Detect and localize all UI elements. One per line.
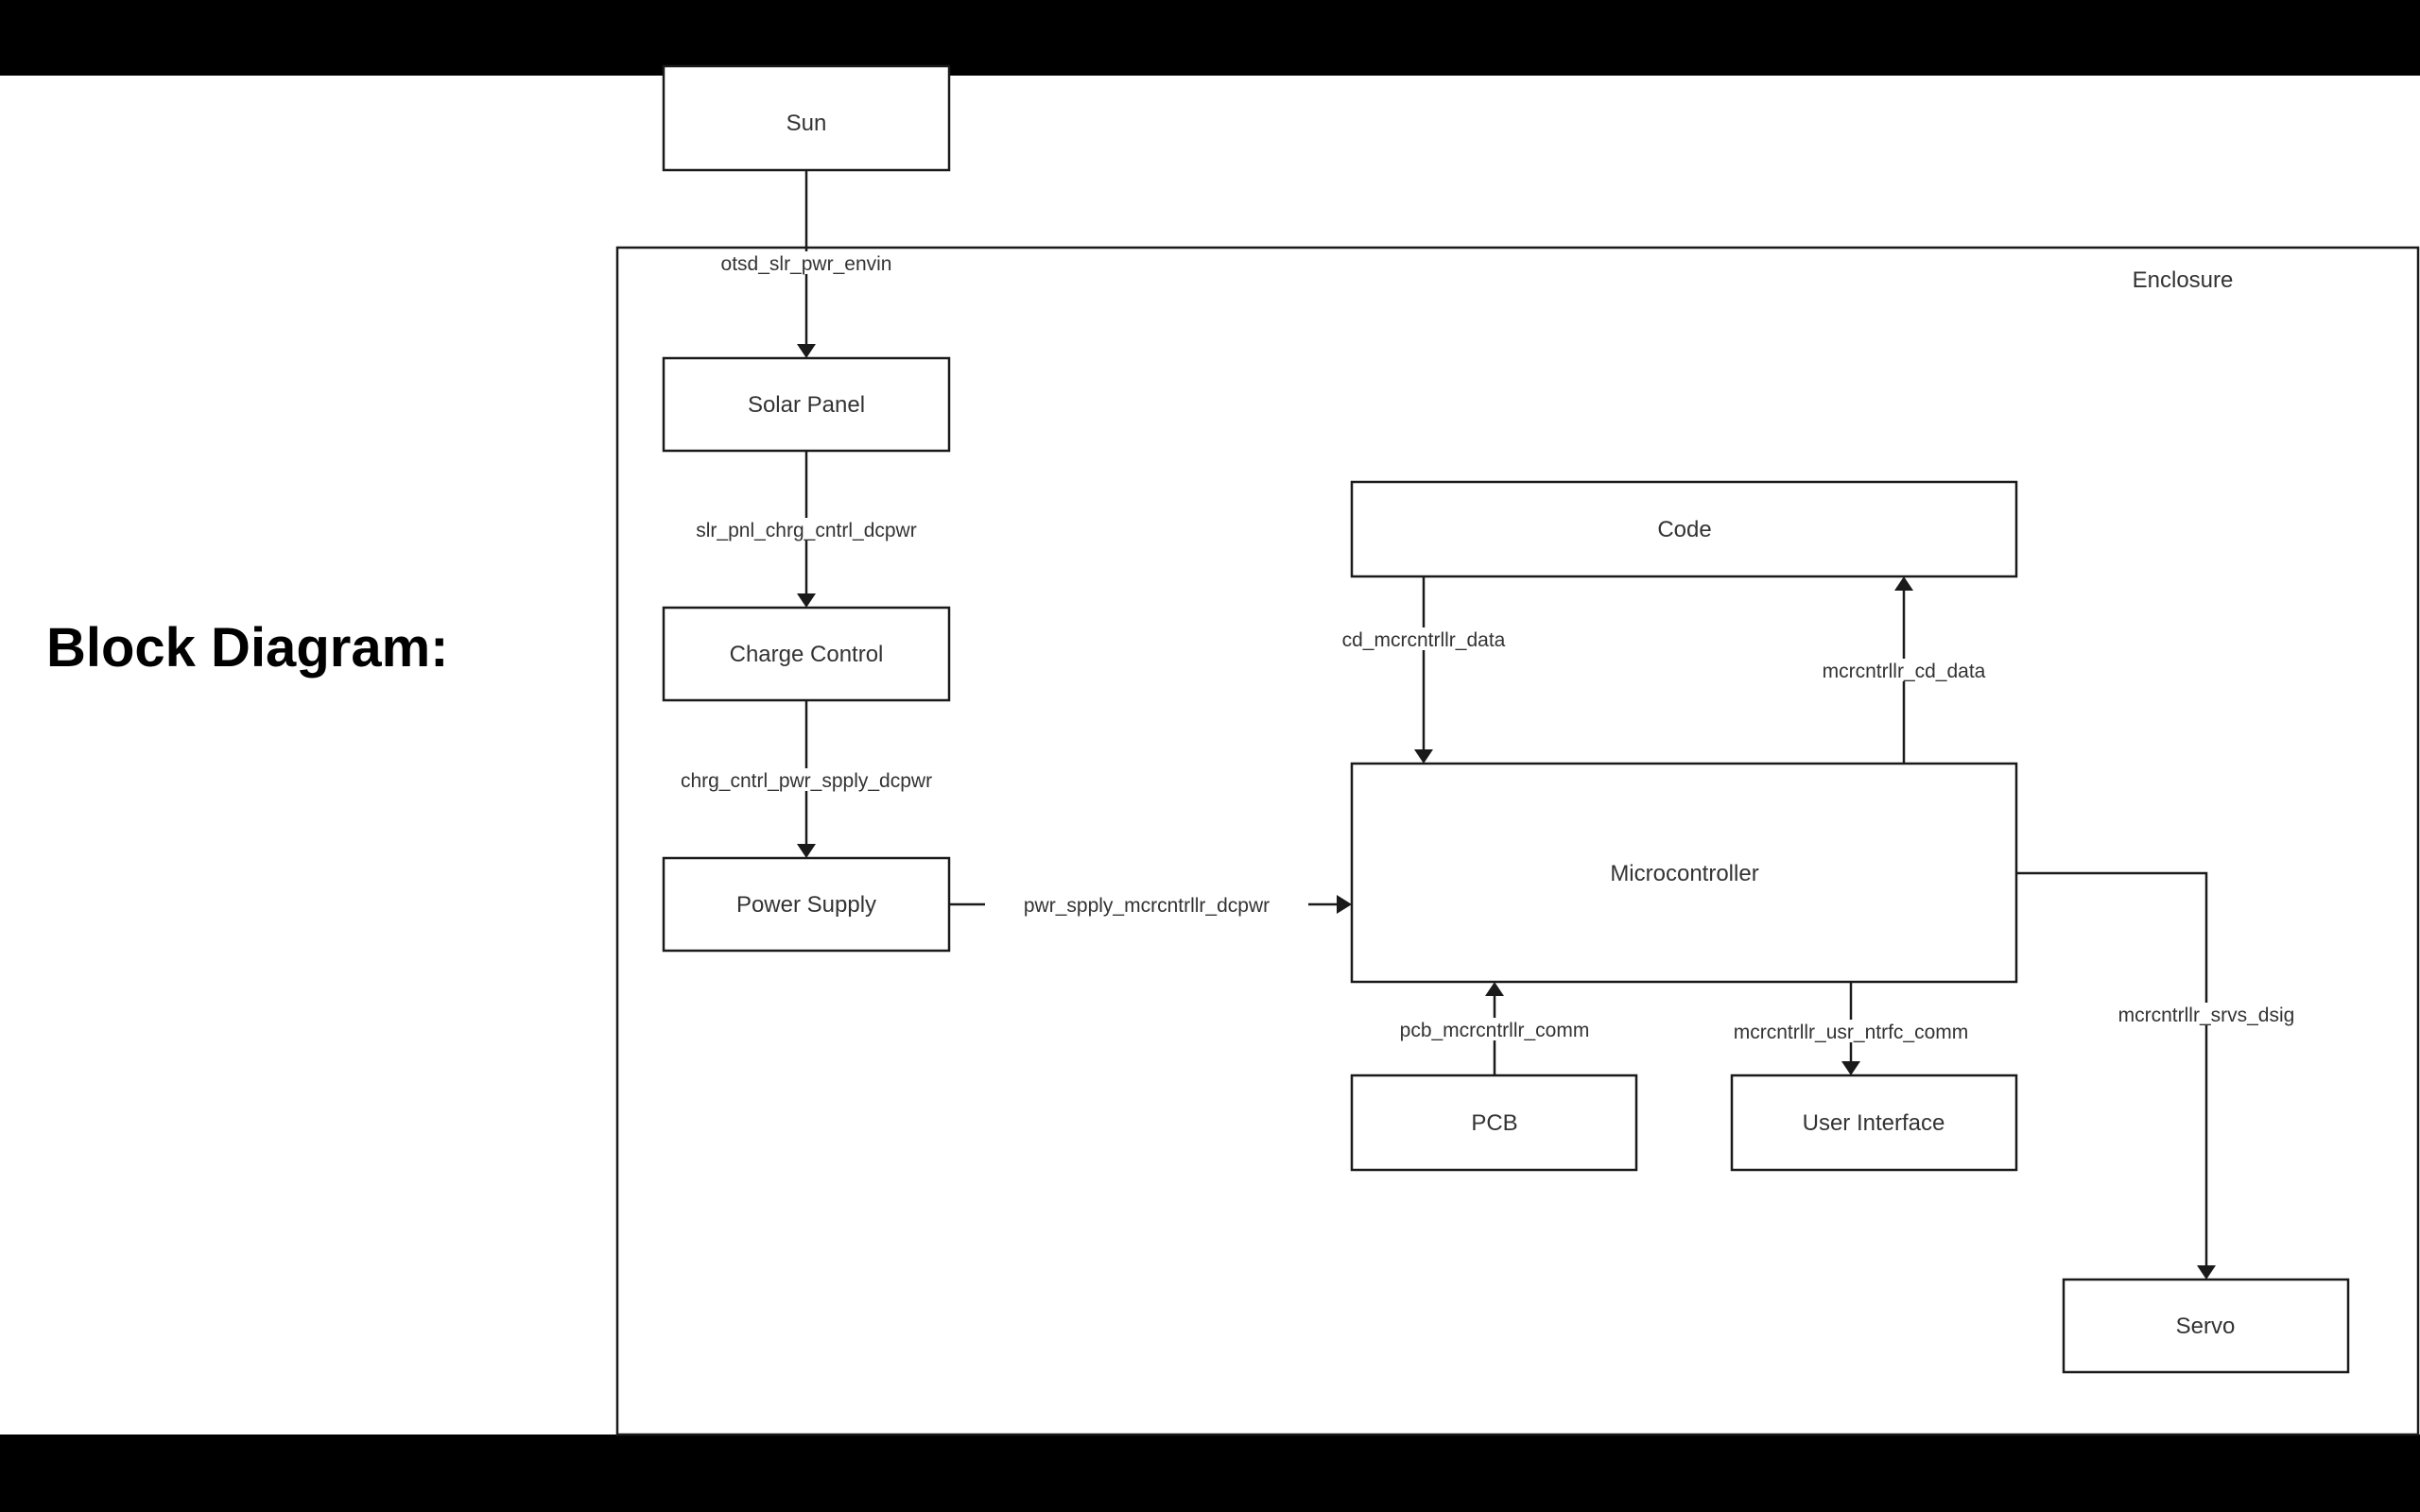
arrowhead-ui	[1841, 1061, 1860, 1075]
block-power-supply	[662, 856, 951, 953]
label-bg	[1694, 1020, 2008, 1042]
edge-label-power-micro: pwr_spply_mcrcntrllr_dcpwr	[1024, 895, 1270, 917]
edge-label-micro-ui: mcrcntrllr_usr_ntrfc_comm	[1734, 1022, 1969, 1043]
enclosure-label: Enclosure	[2133, 267, 2234, 293]
edge-label-charge-power: chrg_cntrl_pwr_spply_dcpwr	[681, 770, 932, 792]
block-microcontroller	[1350, 762, 2018, 984]
block-user-interface	[1730, 1074, 2018, 1172]
block-servo-label: Servo	[2176, 1314, 2236, 1339]
block-pcb	[1350, 1074, 1638, 1172]
arrowhead-micro-code	[1414, 749, 1433, 764]
block-user-interface-label: User Interface	[1803, 1110, 1945, 1136]
block-microcontroller-label: Microcontroller	[1610, 861, 1758, 886]
edge-label-code-micro: cd_mcrcntrllr_data	[1342, 629, 1506, 651]
arrowhead-solar	[797, 344, 816, 358]
block-code	[1350, 480, 2018, 578]
block-sun-label: Sun	[786, 111, 827, 136]
arrowhead-power	[797, 844, 816, 858]
block-solar-panel-label: Solar Panel	[748, 392, 865, 418]
arrowhead-micro-pcb	[1485, 982, 1504, 996]
block-power-supply-label: Power Supply	[736, 892, 876, 918]
block-pcb-label: PCB	[1471, 1110, 1517, 1136]
block-sun	[662, 64, 951, 172]
block-charge-control	[662, 606, 951, 702]
top-black-bar	[0, 0, 2420, 76]
arrowhead-micro-power	[1337, 895, 1352, 914]
label-bg	[2089, 1003, 2324, 1025]
block-solar-panel	[662, 356, 951, 453]
arrowhead-charge	[797, 593, 816, 608]
block-servo	[2062, 1278, 2350, 1374]
bottom-black-bar	[0, 1435, 2420, 1512]
label-bg	[1368, 1018, 1621, 1040]
page-title: Block Diagram:	[46, 617, 449, 679]
arrowhead-servo	[2197, 1265, 2216, 1280]
label-bg	[1794, 659, 2014, 681]
label-bg	[660, 518, 953, 541]
edge-label-micro-servo: mcrcntrllr_srvs_dsig	[2118, 1005, 2295, 1026]
label-bg	[643, 768, 970, 791]
block-charge-control-label: Charge Control	[730, 642, 884, 667]
arrowhead-code	[1894, 576, 1913, 591]
label-bg	[692, 251, 921, 274]
label-bg	[985, 893, 1308, 916]
edge-label-sun-solar: otsd_slr_pwr_envin	[721, 253, 892, 275]
edge-micro-servo	[2016, 871, 2208, 1269]
label-bg	[1314, 627, 1533, 650]
edge-label-pcb-micro: pcb_mcrcntrllr_comm	[1400, 1020, 1590, 1041]
block-code-label: Code	[1657, 517, 1711, 542]
edge-label-solar-charge: slr_pnl_chrg_cntrl_dcpwr	[696, 520, 916, 541]
edge-label-micro-code: mcrcntrllr_cd_data	[1823, 661, 1986, 682]
